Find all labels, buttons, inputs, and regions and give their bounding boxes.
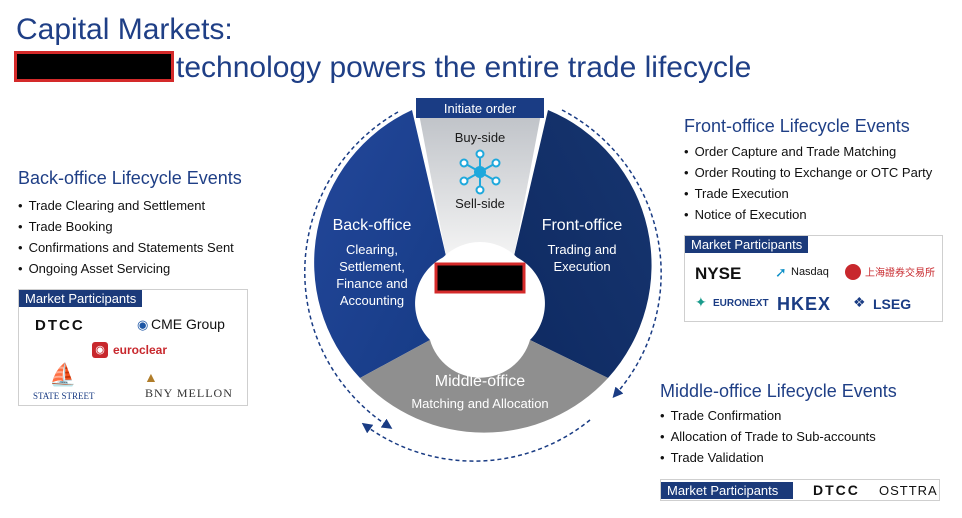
lseg-icon: ❖ xyxy=(853,294,866,310)
front-office-events-list: Order Capture and Trade Matching Order R… xyxy=(684,141,933,225)
lseg-logo: LSEG xyxy=(873,296,912,312)
list-item: Trade Validation xyxy=(660,447,876,468)
bny-mellon-icon: ▲ xyxy=(144,369,158,385)
list-item: Trade Booking xyxy=(18,216,234,237)
back-office-line-4: Accounting xyxy=(340,293,404,308)
middle-office-events-list: Trade Confirmation Allocation of Trade t… xyxy=(660,405,876,468)
middle-office-participants-box: Market Participants DTCC OSTTRA xyxy=(660,479,940,501)
sse-logo-icon xyxy=(845,264,861,280)
sse-logo: 上海證券交易所 xyxy=(865,268,935,279)
redacted-center-logo xyxy=(434,262,526,294)
list-item: Trade Clearing and Settlement xyxy=(18,195,234,216)
cme-logo-icon: ◉ xyxy=(137,317,149,332)
participants-label: Market Participants xyxy=(19,290,143,307)
trade-lifecycle-wheel: Initiate order Buy-side Sell-side Back-o… xyxy=(304,98,662,462)
list-item: Allocation of Trade to Sub-accounts xyxy=(660,426,876,447)
back-office-panel-title: Back-office Lifecycle Events xyxy=(18,168,242,188)
wheel-center xyxy=(428,242,532,346)
participants-label: Market Participants xyxy=(685,236,809,253)
front-office-segment xyxy=(514,110,652,378)
cme-logo: CME Group xyxy=(151,316,225,332)
initiate-order-bar xyxy=(416,98,544,118)
back-office-participants-box: Market Participants DTCC ◉ CME Group ◉ e… xyxy=(18,289,248,406)
middle-office-segment xyxy=(360,340,608,433)
page-title-line1: Capital Markets: xyxy=(16,13,233,46)
front-office-title: Front-office xyxy=(542,217,623,234)
cycle-arrow-bottom xyxy=(361,419,591,462)
state-street-logo: STATE STREET xyxy=(33,391,95,401)
back-office-title: Back-office xyxy=(333,217,412,234)
list-item: Order Routing to Exchange or OTC Party xyxy=(684,162,933,183)
participants-label: Market Participants xyxy=(661,482,793,499)
back-office-line-2: Settlement, xyxy=(339,259,405,274)
ship-icon: ⛵ xyxy=(49,362,77,387)
back-office-segment xyxy=(314,110,446,378)
network-hub-icon xyxy=(459,149,501,195)
page-title-line2: technology powers the entire trade lifec… xyxy=(176,51,752,84)
nasdaq-logo: Nasdaq xyxy=(791,266,829,278)
middle-office-subtitle: Matching and Allocation xyxy=(411,396,548,411)
list-item: Ongoing Asset Servicing xyxy=(18,258,234,279)
back-office-line-1: Clearing, xyxy=(346,242,398,257)
sell-side-label: Sell-side xyxy=(455,196,505,211)
euroclear-logo: euroclear xyxy=(113,343,168,357)
list-item: Trade Confirmation xyxy=(660,405,876,426)
middle-office-title: Middle-office xyxy=(435,373,526,390)
list-item: Trade Execution xyxy=(684,183,932,204)
front-office-line-1: Trading and xyxy=(548,242,617,257)
back-office-line-3: Finance and xyxy=(336,276,408,291)
middle-office-panel-title: Middle-office Lifecycle Events xyxy=(660,381,897,401)
hkex-logo: HKEX xyxy=(777,294,832,314)
dtcc-logo: DTCC xyxy=(813,482,860,498)
list-item: Confirmations and Statements Sent xyxy=(18,237,234,258)
list-item: Order Capture and Trade Matching xyxy=(684,141,932,162)
osttra-logo: OSTTRA xyxy=(879,483,938,498)
front-office-participants-box: Market Participants NYSE ➚ Nasdaq 上海證券交易… xyxy=(684,235,943,322)
bny-mellon-logo: BNY MELLON xyxy=(145,386,233,400)
buy-side-label: Buy-side xyxy=(455,130,506,145)
back-office-events-list: Trade Clearing and Settlement Trade Book… xyxy=(18,195,234,279)
euronext-icon: ✦ xyxy=(695,294,707,310)
redacted-company-name xyxy=(14,51,174,82)
euronext-logo: EURONEXT xyxy=(713,298,769,309)
front-office-line-2: Execution xyxy=(553,259,610,274)
nyse-logo: NYSE xyxy=(695,264,742,283)
initiate-order-label: Initiate order xyxy=(444,101,517,116)
front-office-panel-title: Front-office Lifecycle Events xyxy=(684,116,910,136)
euroclear-logo-icon: ◉ xyxy=(92,342,108,358)
dtcc-logo: DTCC xyxy=(35,317,85,334)
nasdaq-icon: ➚ xyxy=(775,264,787,280)
list-item: Notice of Execution xyxy=(684,204,932,225)
